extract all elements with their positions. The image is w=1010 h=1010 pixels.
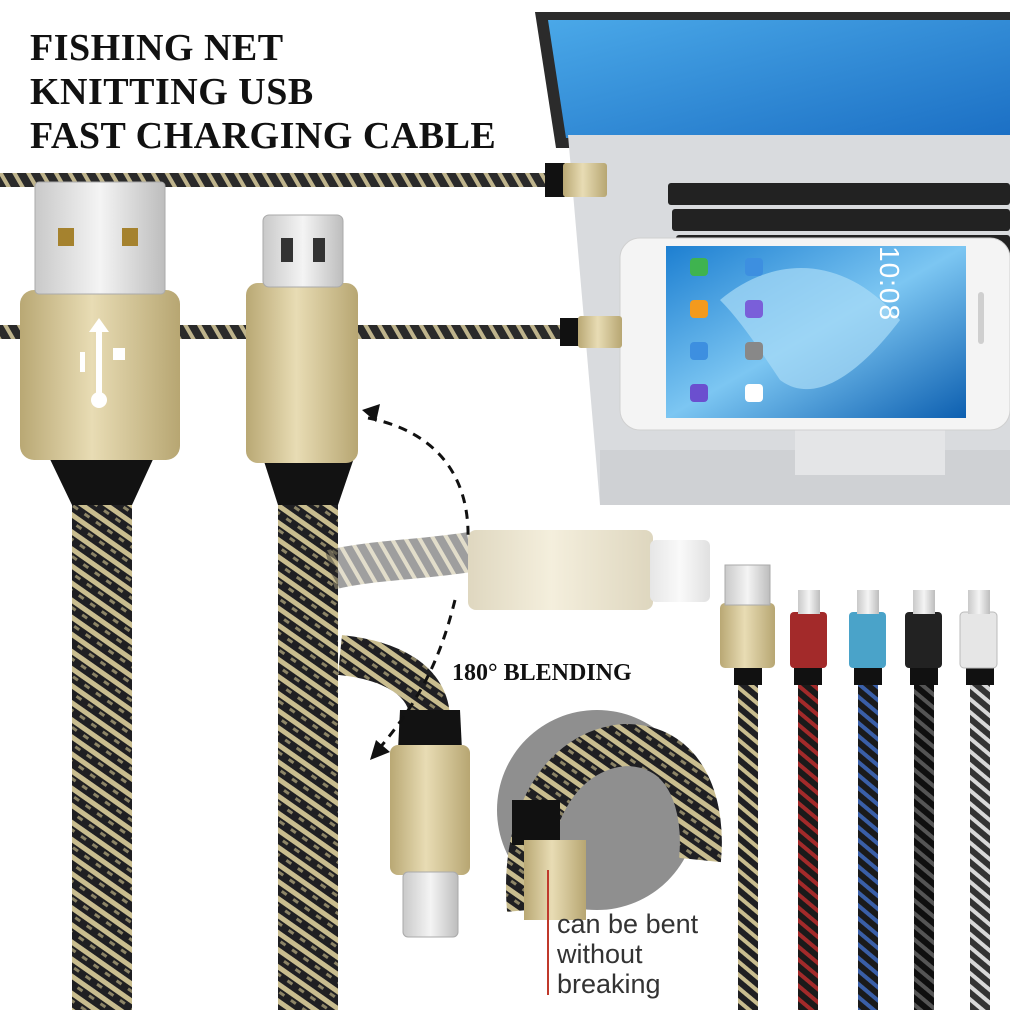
- smartphone: [619, 237, 1010, 431]
- usb-icon: [80, 318, 125, 408]
- color-variants: [720, 564, 998, 1010]
- headline-line-1: FISHING NET: [30, 27, 284, 69]
- app-icons: [690, 258, 763, 402]
- bend-arrow: [367, 416, 470, 751]
- headline-line-3: FAST CHARGING CABLE: [30, 115, 497, 157]
- micro-usb-cable: [246, 214, 358, 1010]
- variant-red: [790, 590, 827, 1010]
- variant-black: [905, 590, 942, 1010]
- variant-white: [959, 590, 998, 1010]
- usb-a-cable: [20, 181, 180, 1010]
- bend-label: 180° BLENDING: [452, 660, 632, 686]
- variant-blue: [849, 590, 886, 1010]
- arrow-head-bottom: [370, 740, 390, 760]
- faded-connector: [325, 530, 710, 610]
- phone-clock: 10:08: [874, 246, 905, 322]
- callout-line-2: without: [557, 939, 643, 969]
- callout-line-1: can be bent: [557, 909, 699, 939]
- bent-cable: [337, 635, 470, 938]
- callout-line-3: breaking: [557, 969, 661, 999]
- closeup-circle: [497, 710, 722, 920]
- headline-line-2: KNITTING USB: [30, 71, 314, 113]
- variant-gold-usb-a: [720, 564, 775, 1010]
- arrow-head-top: [362, 404, 380, 422]
- callout-text: can be bent without breaking: [557, 909, 698, 999]
- product-headline: FISHING NET KNITTING USB FAST CHARGING C…: [30, 26, 496, 158]
